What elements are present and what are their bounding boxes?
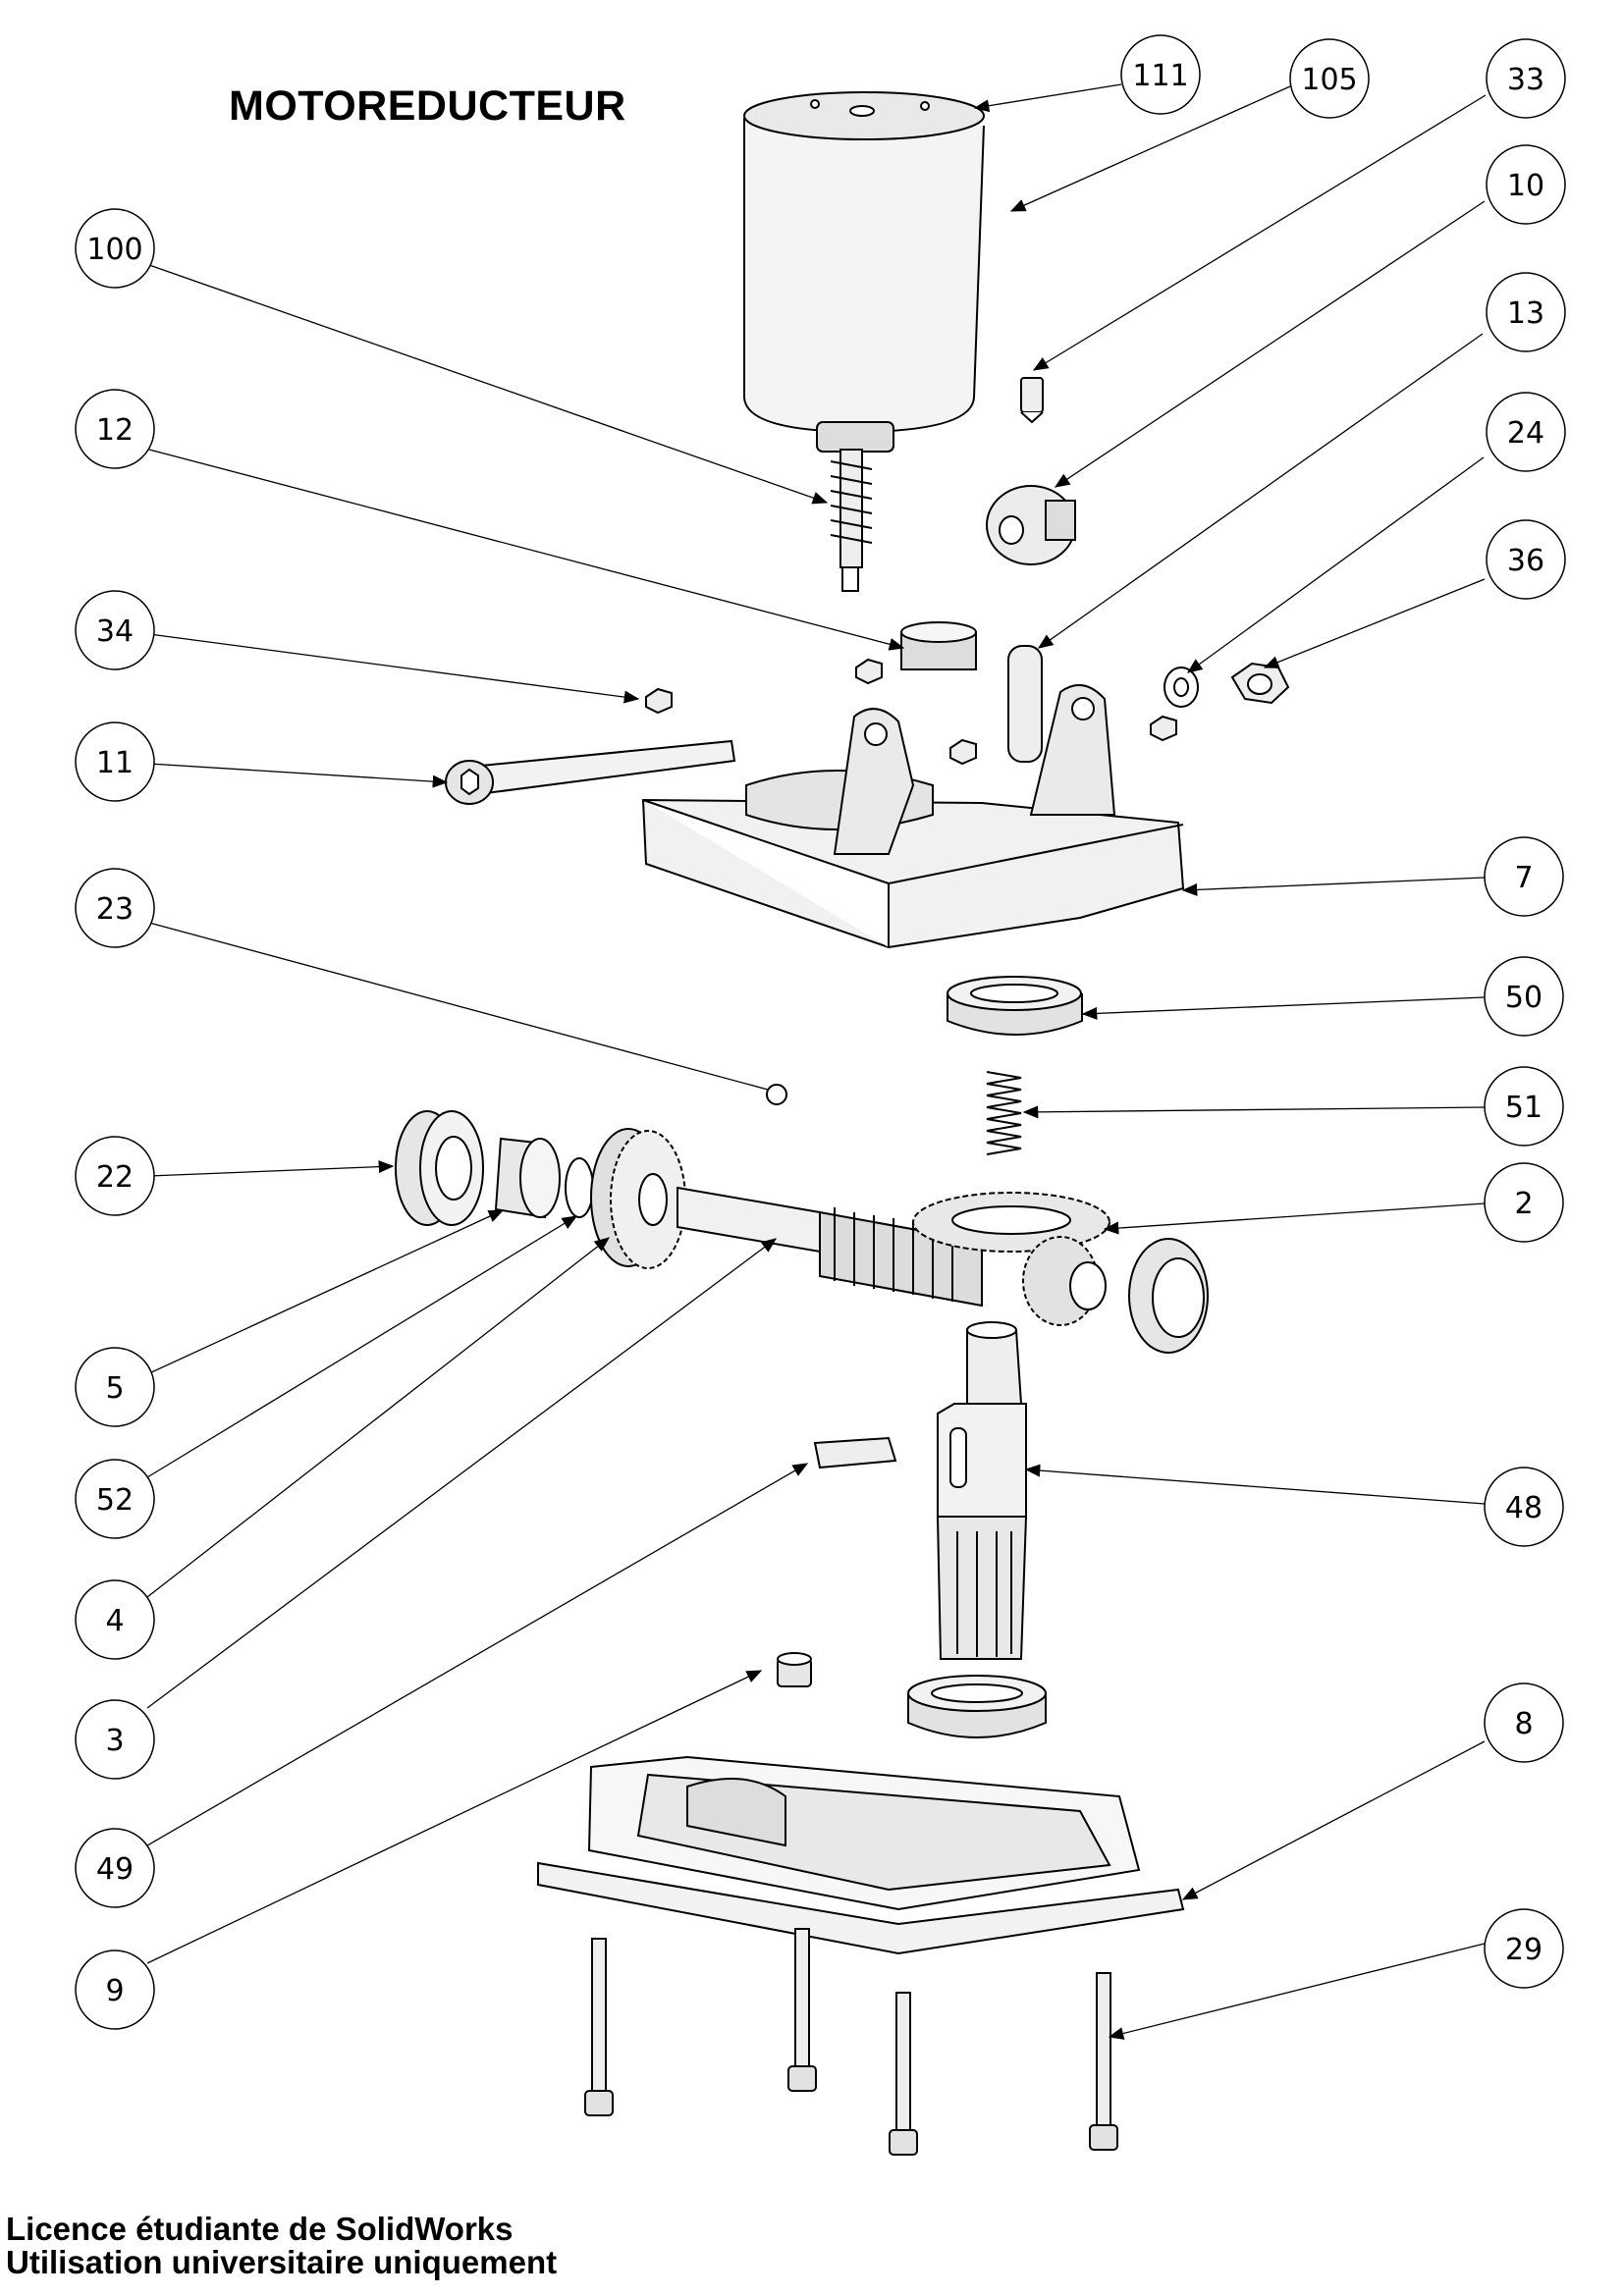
spur-gear-part xyxy=(590,1128,686,1269)
balloon-23: 23 xyxy=(75,868,155,948)
long-screw-part xyxy=(445,739,736,805)
svg-text:105: 105 xyxy=(1301,63,1357,97)
balloon-36: 36 xyxy=(1486,519,1566,600)
balloon-7: 7 xyxy=(1484,836,1564,917)
bushing-part xyxy=(900,621,977,670)
cam-part xyxy=(986,485,1076,565)
svg-text:36: 36 xyxy=(1507,544,1544,578)
svg-text:12: 12 xyxy=(96,413,134,448)
pin-part xyxy=(1020,377,1044,424)
svg-text:100: 100 xyxy=(86,233,142,267)
svg-text:4: 4 xyxy=(105,1604,124,1638)
balloon-33: 33 xyxy=(1486,38,1566,119)
svg-text:22: 22 xyxy=(96,1160,134,1195)
balloon-100: 100 xyxy=(75,208,155,289)
housing-top-part xyxy=(641,684,1185,949)
svg-text:8: 8 xyxy=(1514,1707,1533,1741)
svg-text:24: 24 xyxy=(1507,416,1544,451)
svg-text:50: 50 xyxy=(1505,981,1543,1015)
balloon-22: 22 xyxy=(75,1136,155,1216)
license-line-1: Licence étudiante de SolidWorks xyxy=(6,2211,514,2247)
balloon-12: 12 xyxy=(75,389,155,469)
balloon-29: 29 xyxy=(1484,1908,1564,1989)
rod-part xyxy=(1007,645,1043,763)
balloon-11: 11 xyxy=(75,721,155,802)
output-shaft-part xyxy=(936,1321,1028,1660)
balloon-50: 50 xyxy=(1484,956,1564,1037)
motor-part xyxy=(743,91,985,592)
balloon-48: 48 xyxy=(1484,1467,1564,1547)
svg-text:48: 48 xyxy=(1505,1491,1543,1525)
svg-text:29: 29 xyxy=(1505,1933,1543,1967)
balloon-52: 52 xyxy=(75,1459,155,1539)
small-bushing-part xyxy=(777,1652,812,1687)
svg-text:49: 49 xyxy=(96,1852,134,1887)
balloon-51: 51 xyxy=(1484,1066,1564,1147)
balloon-2: 2 xyxy=(1484,1162,1564,1243)
sleeve-part xyxy=(494,1137,561,1219)
svg-text:23: 23 xyxy=(96,892,134,927)
bearing-right-part xyxy=(1128,1238,1209,1354)
balloon-49: 49 xyxy=(75,1828,155,1908)
svg-text:13: 13 xyxy=(1507,296,1544,331)
small-nuts-part xyxy=(645,658,1177,766)
balloon-4: 4 xyxy=(75,1579,155,1660)
svg-text:11: 11 xyxy=(96,746,134,780)
balloon-13: 13 xyxy=(1486,272,1566,352)
housing-base-part xyxy=(537,1755,1185,1955)
balloon-24: 24 xyxy=(1486,392,1566,472)
balloon-3: 3 xyxy=(75,1699,155,1780)
balloon-10: 10 xyxy=(1486,144,1566,225)
svg-text:33: 33 xyxy=(1507,63,1544,97)
balloon-111: 111 xyxy=(1120,34,1201,115)
bearing-lower-part xyxy=(907,1675,1047,1738)
balloon-9: 9 xyxy=(75,1949,155,2030)
base-screws-part xyxy=(584,1928,1118,2156)
svg-text:2: 2 xyxy=(1514,1187,1533,1221)
spring-part xyxy=(986,1071,1022,1155)
balloon-34: 34 xyxy=(75,590,155,670)
balloon-105: 105 xyxy=(1289,38,1370,119)
nut-part xyxy=(1230,662,1290,705)
svg-text:51: 51 xyxy=(1505,1091,1543,1125)
drawing-title: MOTOREDUCTEUR xyxy=(229,82,626,130)
ball-part xyxy=(766,1084,787,1105)
leader-lines xyxy=(146,83,1487,2040)
svg-text:9: 9 xyxy=(105,1974,124,2008)
svg-text:111: 111 xyxy=(1132,59,1188,93)
washer-part xyxy=(1164,667,1199,708)
svg-text:10: 10 xyxy=(1507,169,1544,203)
worm-wheel-part xyxy=(912,1192,1110,1326)
key-part xyxy=(813,1436,897,1469)
svg-text:5: 5 xyxy=(105,1371,124,1406)
svg-text:7: 7 xyxy=(1514,861,1533,895)
svg-text:34: 34 xyxy=(96,614,134,649)
bearing-upper-part xyxy=(947,976,1083,1036)
balloons: 111 105 33 10 13 24 36 100 12 34 11 7 23… xyxy=(75,34,1566,2030)
svg-text:3: 3 xyxy=(105,1724,124,1758)
bearing-left-part xyxy=(395,1110,484,1226)
balloon-8: 8 xyxy=(1484,1682,1564,1763)
ring-part xyxy=(565,1157,594,1218)
license-line-2: Utilisation universitaire uniquement xyxy=(6,2244,558,2280)
svg-text:52: 52 xyxy=(96,1483,134,1518)
balloon-5: 5 xyxy=(75,1347,155,1427)
